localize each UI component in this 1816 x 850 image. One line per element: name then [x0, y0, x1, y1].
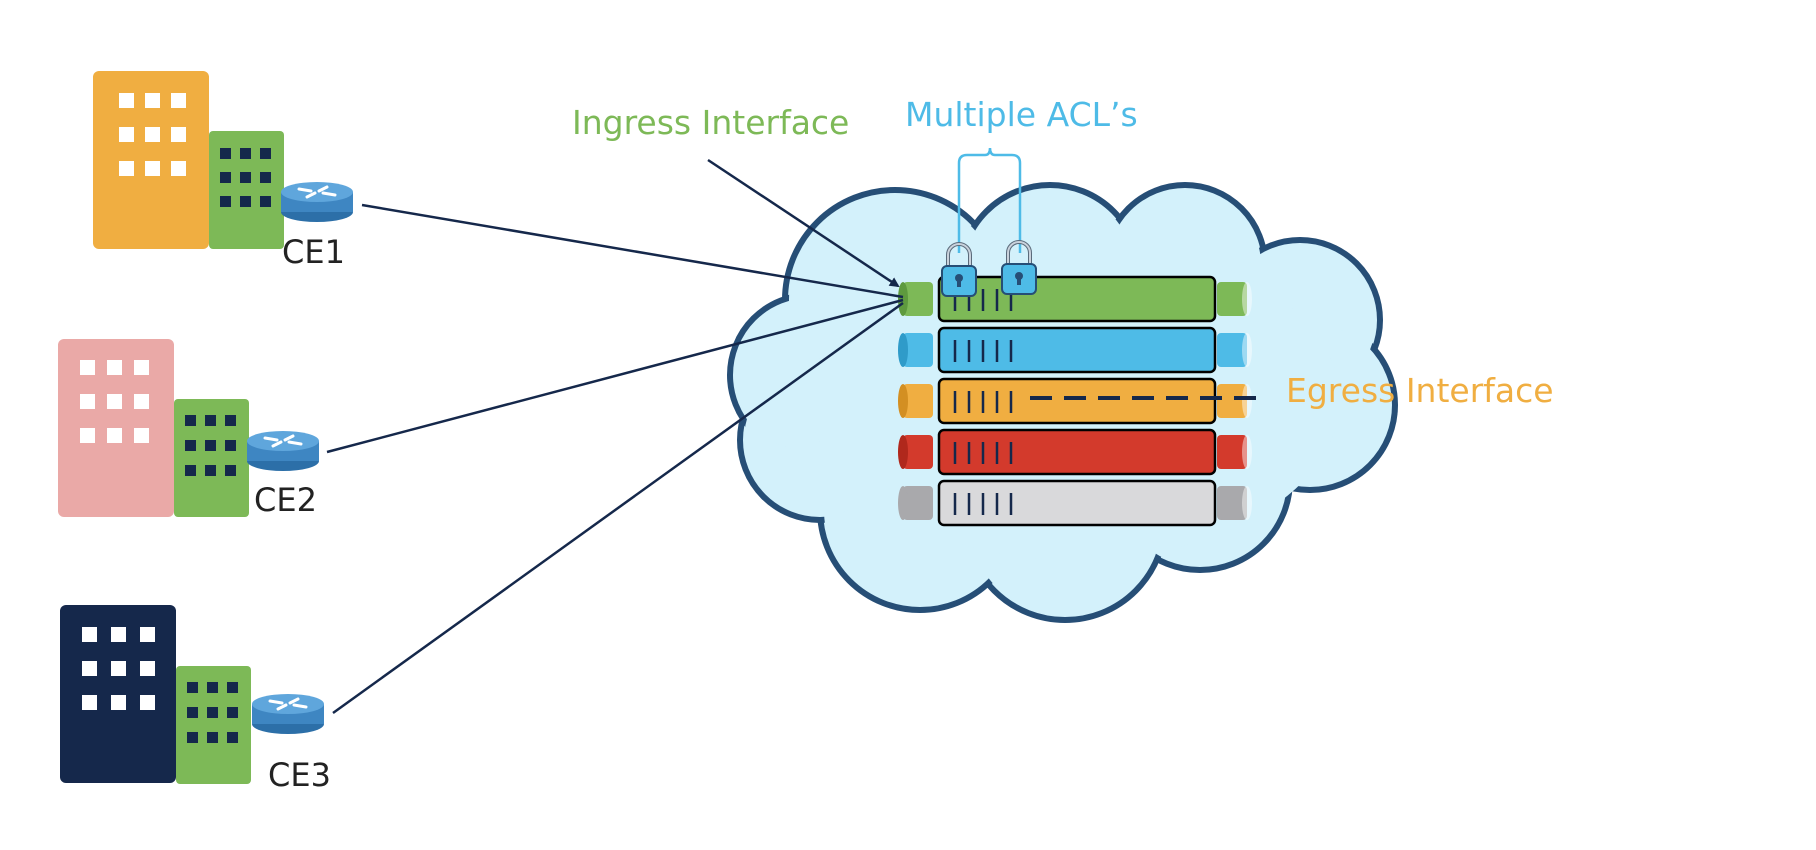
ingress-port-green: [903, 282, 933, 316]
router-icon: [250, 692, 326, 736]
site-3: CE3: [60, 605, 331, 794]
connections: [326, 203, 904, 715]
site-1: CE1: [93, 71, 355, 271]
ingress-port-blue: [903, 333, 933, 367]
building-annex-icon: [174, 399, 249, 517]
interface-bar-blue: [937, 326, 1217, 374]
acl-brace: [957, 147, 1022, 253]
egress-port-red: [1217, 435, 1247, 469]
ingress-port-orange: [903, 384, 933, 418]
ingress-port-gray: [903, 486, 933, 520]
interface-row-orange: [898, 377, 1252, 425]
router-label-ce1: CE1: [282, 233, 345, 271]
link-ce3: [332, 301, 904, 715]
building-icon: [93, 71, 209, 249]
router-label-ce2: CE2: [254, 481, 317, 519]
ingress-interface-label: Ingress Interface: [572, 103, 849, 142]
router-label-ce3: CE3: [268, 756, 331, 794]
interface-row-blue: [898, 326, 1252, 374]
egress-port-blue: [1217, 333, 1247, 367]
router-icon: [279, 180, 355, 224]
interface-bar-green: [937, 275, 1217, 323]
interface-row-gray: [898, 479, 1252, 527]
link-ce2: [326, 298, 904, 454]
interface-bar-gray: [937, 479, 1217, 527]
site-2: CE2: [58, 339, 321, 519]
multiple-acls-label: Multiple ACL’s: [905, 95, 1138, 134]
link-ce1: [361, 203, 904, 299]
interface-bar-orange: [937, 377, 1217, 425]
building-annex-icon: [209, 131, 284, 249]
egress-port-green: [1217, 282, 1247, 316]
egress-port-orange: [1217, 384, 1247, 418]
ingress-port-red: [903, 435, 933, 469]
interface-stack: [898, 275, 1252, 527]
interface-bar-red: [937, 428, 1217, 476]
building-icon: [60, 605, 176, 783]
building-annex-icon: [176, 666, 251, 784]
ingress-arrow: [707, 158, 900, 288]
interface-row-red: [898, 428, 1252, 476]
router-icon: [245, 429, 321, 473]
egress-port-gray: [1217, 486, 1247, 520]
egress-interface-label: Egress Interface: [1286, 371, 1554, 410]
